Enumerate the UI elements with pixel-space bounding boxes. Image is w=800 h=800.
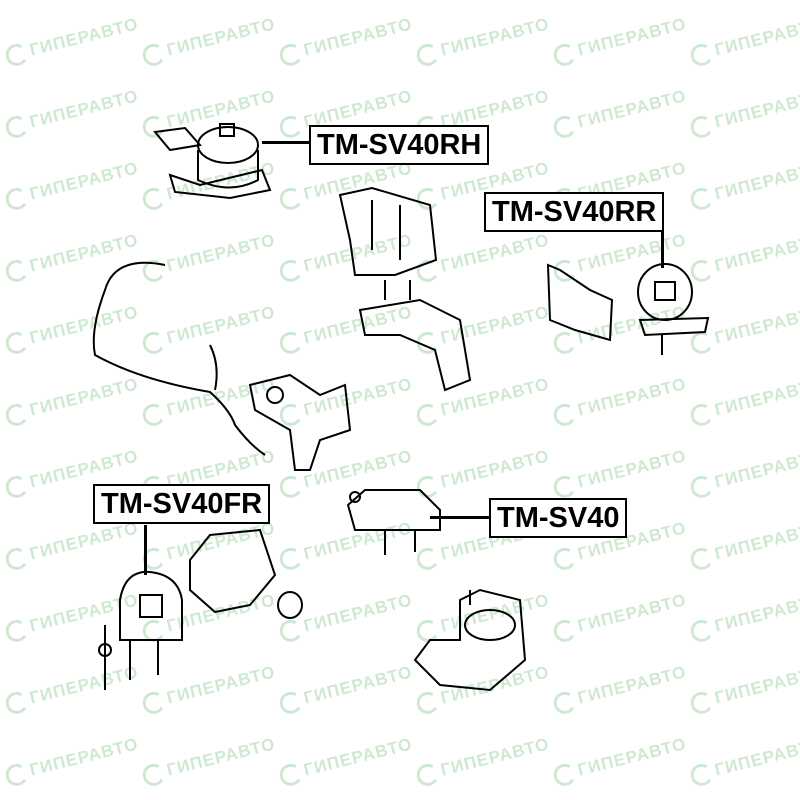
leader-line-rr [661,232,664,268]
part-lower-mount [413,588,527,692]
part-label-rr: TM-SV40RR [484,192,665,232]
part-engine-bracket [338,186,472,392]
part-fr-mount [98,570,183,690]
part-rh-mount [153,123,272,200]
part-label-center: TM-SV40 [489,498,628,538]
leader-line-rh [262,141,310,144]
part-trans-bracket [248,373,352,471]
part-rr-mount [546,263,710,355]
part-fr-bracket [189,528,303,619]
part-engine-outline [92,261,266,456]
leader-line-fr [144,525,147,575]
part-center-mount [346,489,441,555]
part-label-rh: TM-SV40RH [309,125,490,165]
leader-line-center [430,516,490,519]
part-label-fr: TM-SV40FR [93,484,271,524]
